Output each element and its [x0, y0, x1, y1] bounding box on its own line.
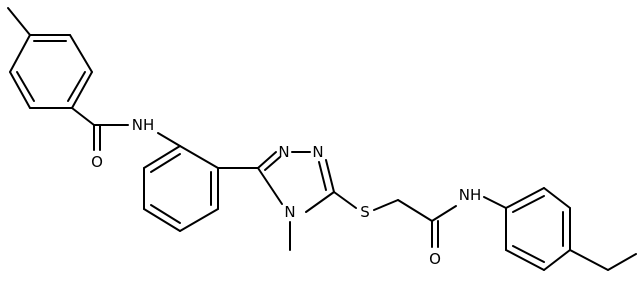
bond-ring1-to-carbonyl — [71, 107, 95, 126]
bond-lines — [7, 7, 637, 271]
bond-ring1-b — [69, 34, 93, 73]
bond-ring1-c — [71, 71, 93, 109]
bond-ch2-to-carbonyl — [397, 199, 433, 222]
bond-ring3-e-inner — [512, 245, 545, 263]
bond-ring2-f-inner — [150, 153, 181, 173]
bond-nh-to-ring2 — [157, 132, 181, 147]
bond-ring1-e — [9, 71, 31, 109]
bond-triazole-c3-n2-double — [264, 156, 281, 171]
label-amide-o-left: O — [91, 153, 103, 171]
bond-triazole-n4-c3 — [257, 167, 283, 205]
bond-ring2-f — [143, 145, 181, 169]
bond-ethyl — [607, 253, 637, 271]
bond-ring2-d-inner — [150, 204, 181, 224]
bond-ring3-e — [505, 249, 545, 271]
bond-ring1-c-inner — [67, 71, 86, 102]
bond-ring1-e-inner — [16, 71, 35, 102]
bond-carbonyl2-to-nh — [431, 205, 457, 222]
label-triazole-n-top-left: N — [278, 143, 289, 161]
bond-triazole-n1-c5 — [325, 159, 335, 193]
bond-triazole-c5-n4 — [305, 191, 335, 213]
bond-c5-to-s — [333, 191, 357, 209]
atom-labels: NH O N N N S O NH — [91, 116, 481, 268]
label-amide-nh-left: NH — [132, 116, 155, 134]
bond-ring2-a — [179, 145, 219, 169]
bond-ring3-a-inner — [512, 195, 545, 213]
bond-ring3-to-ethyl — [569, 249, 609, 271]
bond-ring1-f — [9, 34, 31, 73]
bond-ring3-d — [543, 249, 571, 271]
label-thioether-s: S — [360, 203, 370, 221]
label-amide-nh-right: NH — [459, 186, 482, 204]
bond-ring2-c — [179, 208, 219, 232]
bond-ring3-a — [505, 187, 545, 209]
bond-triazole-c3-n2 — [257, 151, 277, 169]
bond-methyl-left — [7, 7, 31, 36]
bond-nh-to-ring3 — [483, 196, 507, 209]
bond-ring2-d — [143, 208, 181, 232]
bond-ring3-b — [543, 187, 571, 209]
label-triazole-n-top-right: N — [312, 143, 323, 161]
bond-triazole-n1-c5-double — [318, 161, 327, 191]
label-amide-o-right: O — [429, 250, 441, 268]
label-triazole-n-methyl: N — [284, 203, 295, 221]
bond-s-to-ch2 — [373, 199, 399, 211]
